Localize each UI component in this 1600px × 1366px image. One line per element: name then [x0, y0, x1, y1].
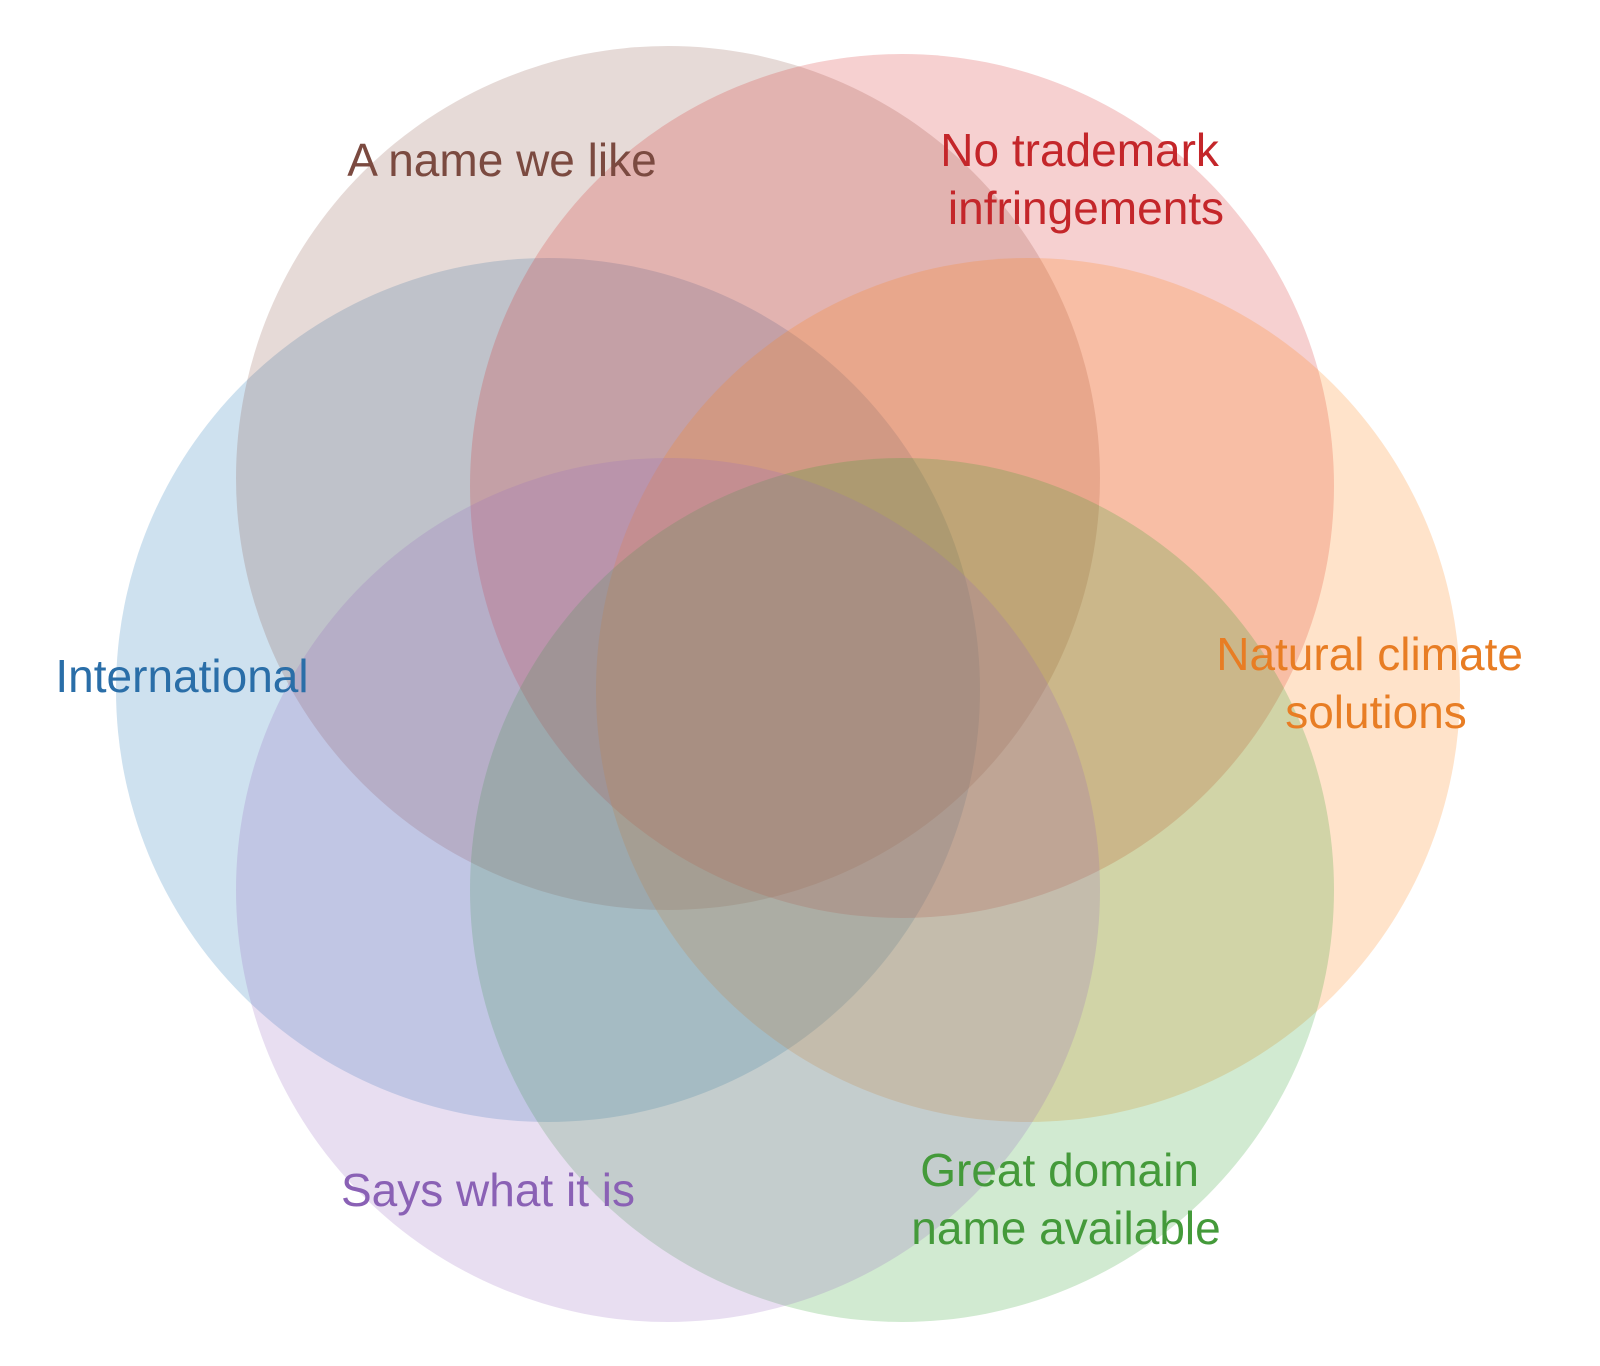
set-label-international: International	[55, 650, 308, 702]
label-line: International	[55, 650, 308, 702]
label-line: name available	[911, 1202, 1220, 1254]
set-circle-international	[116, 258, 980, 1122]
set-label-natural-climate: Natural climate solutions	[1216, 628, 1536, 738]
venn-labels: International A name we like No trademar…	[55, 124, 1536, 1254]
set-circle-says-what-it-is	[236, 458, 1100, 1322]
label-line: infringements	[948, 182, 1224, 234]
set-circle-great-domain	[470, 458, 1334, 1322]
venn-circles	[116, 46, 1460, 1322]
label-line: Natural climate	[1216, 628, 1523, 680]
set-label-says-what-it-is: Says what it is	[341, 1164, 635, 1216]
set-circle-natural-climate	[596, 258, 1460, 1122]
label-line: Says what it is	[341, 1164, 635, 1216]
set-label-no-trademark: No trademark infringements	[940, 124, 1231, 234]
label-line: solutions	[1285, 686, 1467, 738]
set-circle-no-trademark	[470, 54, 1334, 918]
label-line: Great domain	[920, 1144, 1199, 1196]
label-line: A name we like	[347, 134, 656, 186]
set-label-great-domain: Great domain name available	[911, 1144, 1220, 1254]
set-circle-name-we-like	[236, 46, 1100, 910]
label-line: No trademark	[940, 124, 1220, 176]
set-label-name-we-like: A name we like	[347, 134, 656, 186]
